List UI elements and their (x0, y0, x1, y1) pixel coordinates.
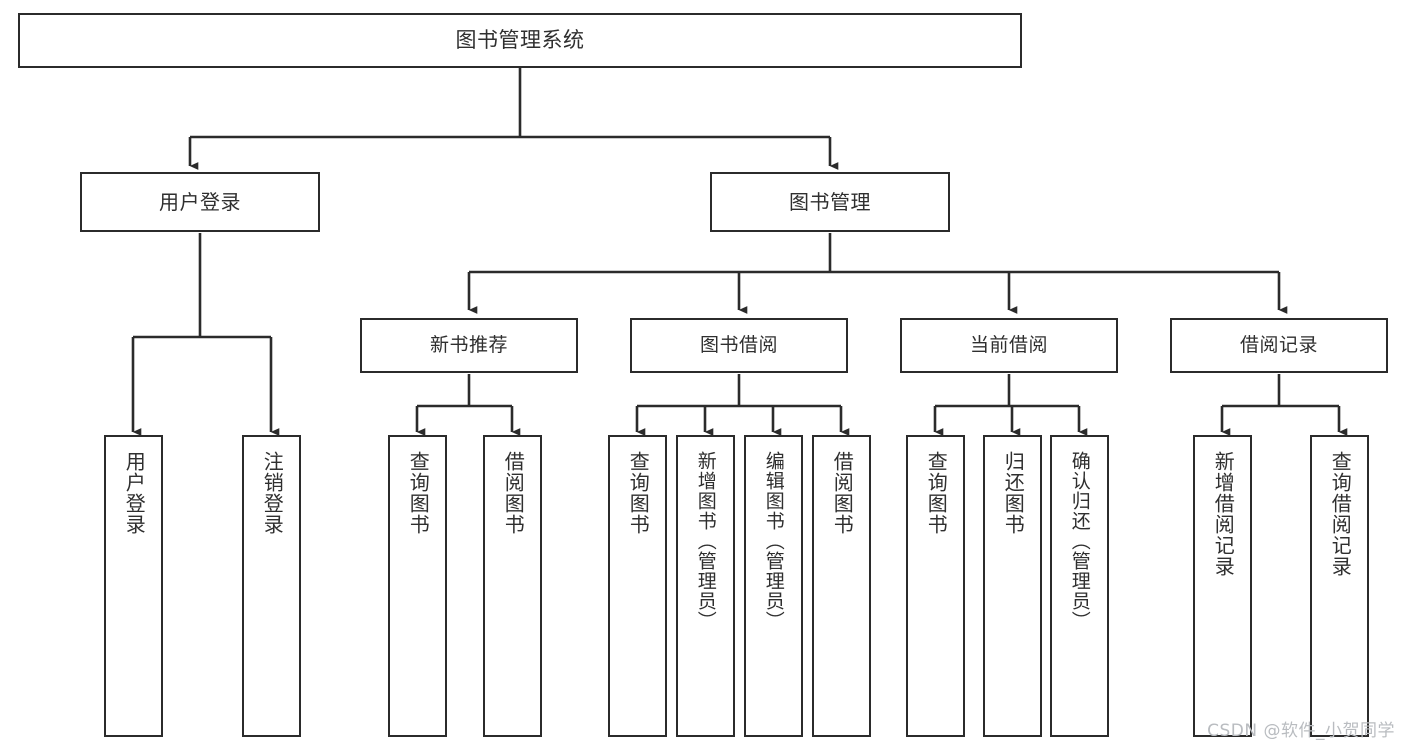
leaf-user-login-login[interactable]: 用户登录 (104, 435, 163, 737)
node-label: 图书管理系统 (455, 28, 585, 53)
node-book-management[interactable]: 图书管理 (710, 172, 950, 232)
csdn-watermark: CSDN @软件_小贺同学 (1207, 721, 1395, 741)
node-borrow-record[interactable]: 借阅记录 (1170, 318, 1388, 373)
leaf-book-borrow-edit[interactable]: 编辑图书（管理员） (744, 435, 803, 737)
leaf-borrow-record-query[interactable]: 查询借阅记录 (1310, 435, 1369, 737)
leaf-borrow-record-add[interactable]: 新增借阅记录 (1193, 435, 1252, 737)
node-book-borrow[interactable]: 图书借阅 (630, 318, 848, 373)
node-root-book-management-system[interactable]: 图书管理系统 (18, 13, 1022, 68)
leaf-current-borrow-return[interactable]: 归还图书 (983, 435, 1042, 737)
node-label: 用户登录 (122, 451, 147, 535)
leaf-book-borrow-query[interactable]: 查询图书 (608, 435, 667, 737)
leaf-new-book-borrow[interactable]: 借阅图书 (483, 435, 542, 737)
node-label: 确认归还（管理员） (1068, 451, 1091, 631)
leaf-current-borrow-query[interactable]: 查询图书 (906, 435, 965, 737)
leaf-book-borrow-borrow[interactable]: 借阅图书 (812, 435, 871, 737)
node-label: 归还图书 (1001, 451, 1026, 535)
leaf-current-borrow-confirm-return[interactable]: 确认归还（管理员） (1050, 435, 1109, 737)
node-label: 编辑图书（管理员） (762, 451, 785, 631)
node-label: 借阅图书 (830, 451, 855, 535)
leaf-book-borrow-add[interactable]: 新增图书（管理员） (676, 435, 735, 737)
node-label: 查询图书 (924, 451, 949, 535)
node-label: 新书推荐 (429, 333, 508, 356)
node-label: 图书管理 (789, 189, 871, 214)
node-label: 查询借阅记录 (1328, 451, 1353, 577)
node-label: 查询图书 (626, 451, 651, 535)
node-label: 新增借阅记录 (1211, 451, 1236, 577)
node-label: 借阅记录 (1239, 333, 1318, 356)
node-new-book-recommend[interactable]: 新书推荐 (360, 318, 578, 373)
node-user-login[interactable]: 用户登录 (80, 172, 320, 232)
leaf-user-login-logout[interactable]: 注销登录 (242, 435, 301, 737)
leaf-new-book-query[interactable]: 查询图书 (388, 435, 447, 737)
node-label: 当前借阅 (969, 333, 1048, 356)
node-label: 新增图书（管理员） (694, 451, 717, 631)
node-label: 用户登录 (159, 189, 241, 214)
node-label: 查询图书 (406, 451, 431, 535)
node-current-borrow[interactable]: 当前借阅 (900, 318, 1118, 373)
node-label: 借阅图书 (501, 451, 526, 535)
node-label: 注销登录 (260, 451, 285, 535)
node-label: 图书借阅 (699, 333, 778, 356)
